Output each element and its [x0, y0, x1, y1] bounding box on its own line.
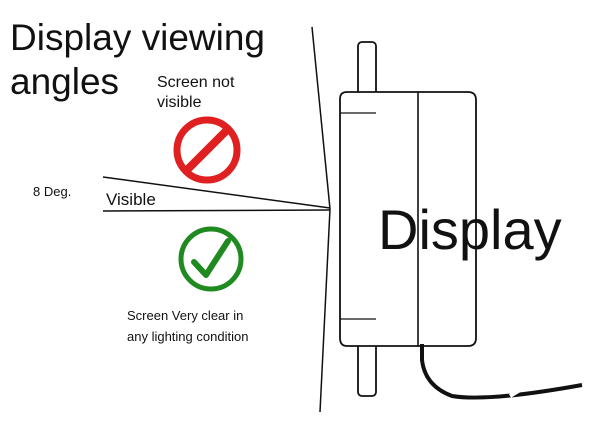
visible-zone-label: Visible	[106, 190, 156, 209]
diagram-title-line-1: Display viewing	[10, 17, 265, 58]
display-body	[339, 91, 477, 347]
viewing-angle-lines	[102, 26, 331, 413]
diagram-title-line-2: angles	[10, 61, 119, 102]
not-visible-label-line-1: Screen not	[157, 74, 235, 91]
angle-label: 8 Deg.	[33, 184, 71, 199]
checkmark-icon	[178, 226, 244, 292]
clear-visibility-label-line-1: Screen Very clear in	[127, 308, 243, 323]
not-visible-label-line-2: visible	[157, 94, 202, 111]
display-cable	[420, 344, 583, 400]
display-label: Display	[378, 198, 562, 261]
prohibited-icon	[173, 116, 241, 184]
display-side-view	[339, 41, 583, 400]
clear-visibility-label-line-2: any lighting condition	[127, 329, 248, 344]
